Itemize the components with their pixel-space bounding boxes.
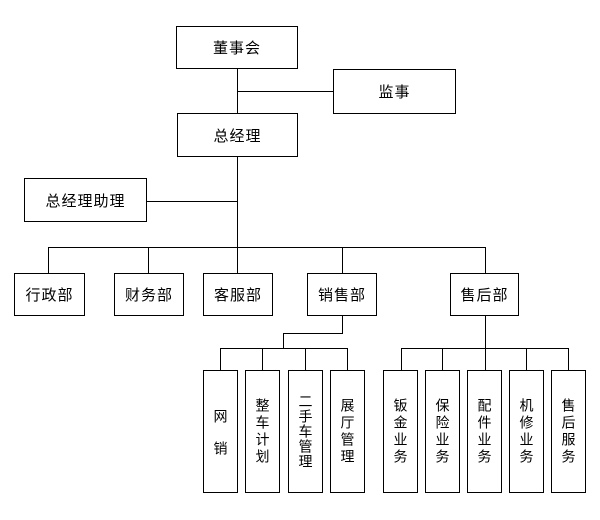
node-general-manager[interactable]: 总经理	[177, 113, 298, 157]
node-sheet-metal-business[interactable]: 钣金业务	[383, 370, 418, 493]
node-showroom-management-label: 展厅管理	[339, 397, 356, 466]
edge-drop-after-sales-service	[568, 348, 569, 370]
node-vehicle-planning-label: 整车计划	[254, 397, 271, 466]
edge-drop-administration	[48, 247, 49, 273]
node-dept-customer-service[interactable]: 客服部	[203, 273, 273, 316]
edge-trunk-to-supervisor	[237, 91, 333, 92]
node-used-car-management-label: 二手车管理	[297, 394, 314, 469]
node-mechanical-repair-business-label: 机修业务	[518, 397, 535, 466]
edge-drop-after-sales	[485, 247, 486, 273]
node-insurance-business-label: 保险业务	[434, 397, 451, 466]
edge-sales-feed-upper	[342, 316, 343, 334]
edge-drop-mechanical-repair	[526, 348, 527, 370]
node-online-sales[interactable]: 网销	[203, 370, 238, 493]
node-after-sales-service-label: 售后服务	[560, 397, 577, 466]
node-dept-sales[interactable]: 销售部	[307, 273, 377, 316]
edge-drop-sheet-metal	[401, 348, 402, 370]
node-dept-administration[interactable]: 行政部	[14, 273, 85, 316]
edge-sales-children-bus	[220, 348, 348, 349]
node-dept-finance[interactable]: 财务部	[114, 273, 184, 316]
edge-gm-to-distribution	[237, 157, 238, 248]
edge-drop-insurance	[442, 348, 443, 370]
edge-drop-online-sales	[220, 348, 221, 370]
edge-drop-parts	[485, 348, 486, 370]
edge-drop-sales	[342, 247, 343, 273]
edge-sales-feed-jog	[283, 333, 343, 334]
edge-drop-customer-service	[237, 247, 238, 273]
node-online-sales-label: 网销	[212, 408, 229, 473]
node-insurance-business[interactable]: 保险业务	[425, 370, 460, 493]
edge-drop-used-car	[305, 348, 306, 370]
edge-drop-finance	[148, 247, 149, 273]
edge-drop-showroom	[347, 348, 348, 370]
node-parts-business-label: 配件业务	[476, 397, 493, 466]
edge-drop-vehicle-planning	[262, 348, 263, 370]
node-board-of-directors[interactable]: 董事会	[176, 26, 298, 69]
edge-department-bus	[48, 247, 486, 248]
node-after-sales-service[interactable]: 售后服务	[551, 370, 586, 493]
node-showroom-management[interactable]: 展厅管理	[330, 370, 365, 493]
node-supervisor[interactable]: 监事	[333, 69, 456, 114]
node-used-car-management[interactable]: 二手车管理	[288, 370, 323, 493]
node-dept-after-sales[interactable]: 售后部	[450, 273, 519, 316]
edge-sales-feed-lower	[283, 333, 284, 349]
edge-after-sales-feed	[485, 316, 486, 349]
node-sheet-metal-business-label: 钣金业务	[392, 397, 409, 466]
node-gm-assistant[interactable]: 总经理助理	[24, 178, 147, 222]
edge-trunk-to-gm-assistant	[147, 201, 238, 202]
node-mechanical-repair-business[interactable]: 机修业务	[509, 370, 544, 493]
node-vehicle-planning[interactable]: 整车计划	[245, 370, 280, 493]
node-parts-business[interactable]: 配件业务	[467, 370, 502, 493]
